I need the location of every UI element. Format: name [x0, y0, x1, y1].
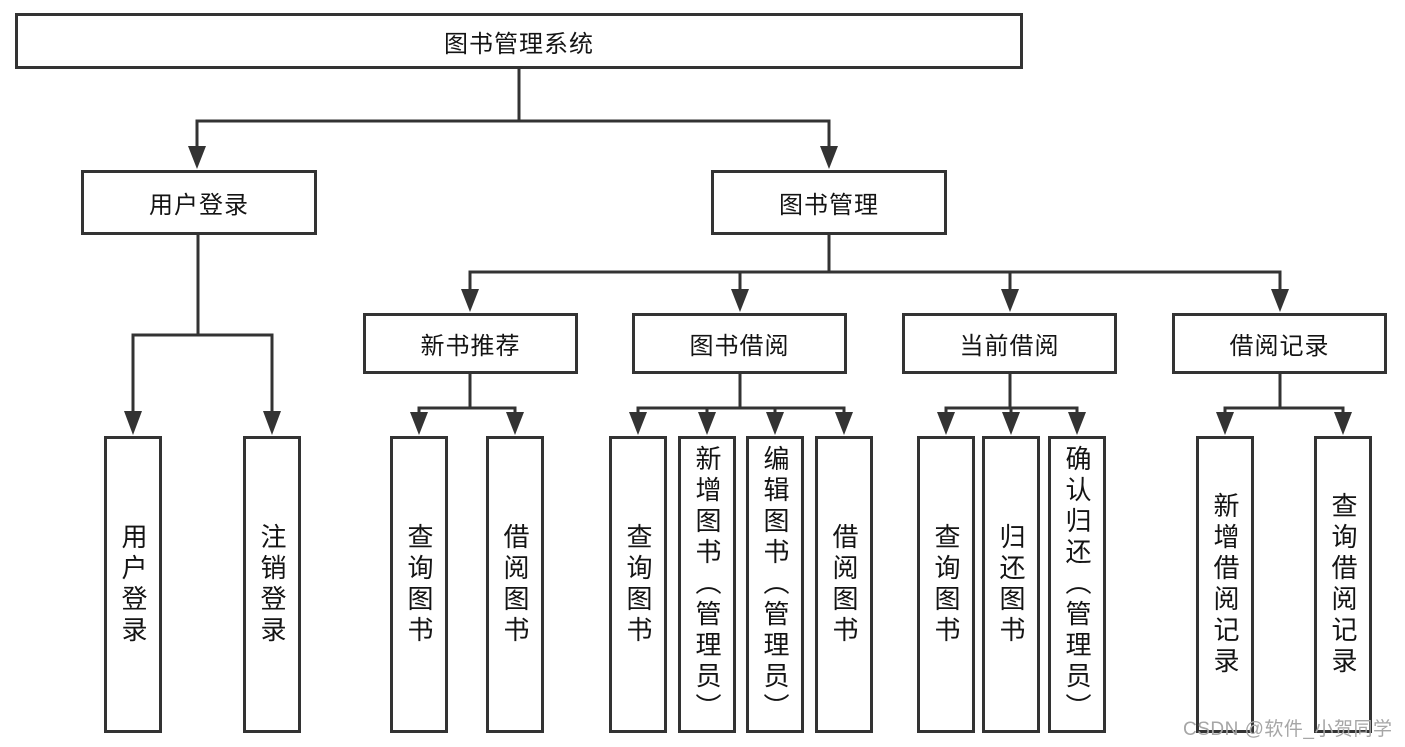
connector-borrowing-records-to-children	[1216, 372, 1352, 435]
connector-new-book-to-children	[410, 372, 524, 435]
node-book-management: 图书管理	[711, 170, 947, 235]
connector-user-login-to-children	[124, 233, 281, 435]
node-current-borrowing: 当前借阅	[902, 313, 1117, 374]
node-new-book-recommendation: 新书推荐	[363, 313, 578, 374]
connector-book-management-to-level2	[461, 233, 1289, 312]
arrowhead-icon	[506, 412, 524, 435]
arrowhead-icon	[188, 146, 206, 169]
arrowhead-icon	[410, 412, 428, 435]
connector-current-borrowing-to-children	[937, 372, 1086, 435]
arrowhead-icon	[263, 411, 281, 435]
arrowhead-icon	[1216, 412, 1234, 435]
connector-root-to-level1	[188, 67, 838, 169]
csdn-watermark: CSDN @软件_小贺同学	[1183, 719, 1393, 740]
node-root-book-management-system: 图书管理系统	[15, 13, 1023, 69]
arrowhead-icon	[937, 412, 955, 435]
node-bb-edit-books-admin: 编辑图书（管理员）	[746, 436, 804, 733]
node-bb-add-books-admin: 新增图书（管理员）	[678, 436, 736, 733]
node-bb-borrow-books: 借阅图书	[815, 436, 873, 733]
node-borrowing-records: 借阅记录	[1172, 313, 1387, 374]
arrowhead-icon	[698, 412, 716, 435]
node-book-borrowing: 图书借阅	[632, 313, 847, 374]
node-br-query-borrow-record: 查询借阅记录	[1314, 436, 1372, 733]
node-bb-query-books: 查询图书	[609, 436, 667, 733]
arrowhead-icon	[629, 412, 647, 435]
arrowhead-icon	[1271, 289, 1289, 312]
node-br-add-borrow-record: 新增借阅记录	[1196, 436, 1254, 733]
arrowhead-icon	[766, 412, 784, 435]
arrowhead-icon	[820, 146, 838, 169]
arrowhead-icon	[1001, 289, 1019, 312]
arrowhead-icon	[731, 289, 749, 312]
node-nb-query-books: 查询图书	[390, 436, 448, 733]
node-user-login: 用户登录	[81, 170, 317, 235]
node-cb-return-books: 归还图书	[982, 436, 1040, 733]
node-logout: 注销登录	[243, 436, 301, 733]
node-login: 用户登录	[104, 436, 162, 733]
arrowhead-icon	[124, 411, 142, 435]
node-nb-borrow-books: 借阅图书	[486, 436, 544, 733]
arrowhead-icon	[835, 412, 853, 435]
arrowhead-icon	[1068, 412, 1086, 435]
node-cb-confirm-return-admin: 确认归还（管理员）	[1048, 436, 1106, 733]
arrowhead-icon	[1334, 412, 1352, 435]
arrowhead-icon	[461, 289, 479, 312]
node-cb-query-books: 查询图书	[917, 436, 975, 733]
connector-book-borrowing-to-children	[629, 372, 853, 435]
arrowhead-icon	[1002, 412, 1020, 435]
